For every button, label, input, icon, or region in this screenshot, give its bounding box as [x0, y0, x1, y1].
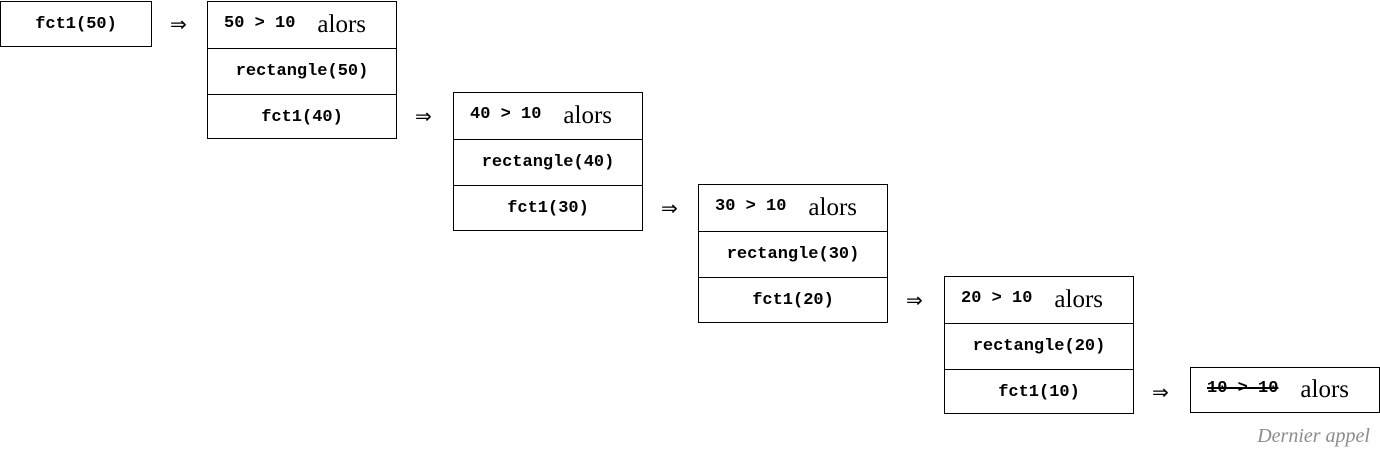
- action-cell: rectangle(50): [208, 48, 396, 94]
- arrow-icon: ⇒: [170, 12, 187, 36]
- start-call-label: fct1(50): [35, 14, 117, 34]
- last-call-note: Dernier appel: [1257, 425, 1370, 447]
- condition-expression: 20 > 10: [961, 288, 1033, 308]
- recursion-frame-4: 20 > 10 alors rectangle(20) fct1(10): [944, 276, 1134, 414]
- action-cell: rectangle(20): [945, 323, 1133, 369]
- arrow-icon: ⇒: [661, 196, 678, 220]
- action-cell: rectangle(30): [699, 231, 887, 277]
- next-call-cell: fct1(10): [945, 369, 1133, 415]
- condition-cell: 30 > 10 alors: [699, 185, 887, 231]
- condition-expression: 30 > 10: [715, 196, 787, 216]
- last-frame: 10 > 10 alors: [1190, 367, 1380, 413]
- condition-keyword: alors: [1054, 286, 1104, 313]
- struck-condition-expression: 10 > 10: [1207, 378, 1279, 398]
- condition-expression: 40 > 10: [470, 104, 542, 124]
- arrow-icon: ⇒: [906, 288, 923, 312]
- recursion-frame-3: 30 > 10 alors rectangle(30) fct1(20): [698, 184, 888, 323]
- start-call-box: fct1(50): [0, 1, 152, 47]
- arrow-icon: ⇒: [415, 104, 432, 128]
- condition-keyword: alors: [808, 194, 858, 221]
- condition-keyword: alors: [317, 11, 367, 38]
- action-cell: rectangle(40): [454, 139, 642, 185]
- condition-cell: 40 > 10 alors: [454, 93, 642, 139]
- recursion-frame-2: 40 > 10 alors rectangle(40) fct1(30): [453, 92, 643, 231]
- next-call-cell: fct1(20): [699, 277, 887, 323]
- condition-keyword: alors: [563, 102, 613, 129]
- condition-cell: 20 > 10 alors: [945, 277, 1133, 323]
- condition-keyword: alors: [1300, 376, 1350, 403]
- next-call-cell: fct1(30): [454, 185, 642, 231]
- recursion-frame-1: 50 > 10 alors rectangle(50) fct1(40): [207, 1, 397, 139]
- condition-cell: 50 > 10 alors: [208, 2, 396, 48]
- condition-expression: 50 > 10: [224, 13, 296, 33]
- arrow-icon: ⇒: [1152, 380, 1169, 404]
- condition-cell: 10 > 10 alors: [1191, 368, 1379, 412]
- next-call-cell: fct1(40): [208, 94, 396, 140]
